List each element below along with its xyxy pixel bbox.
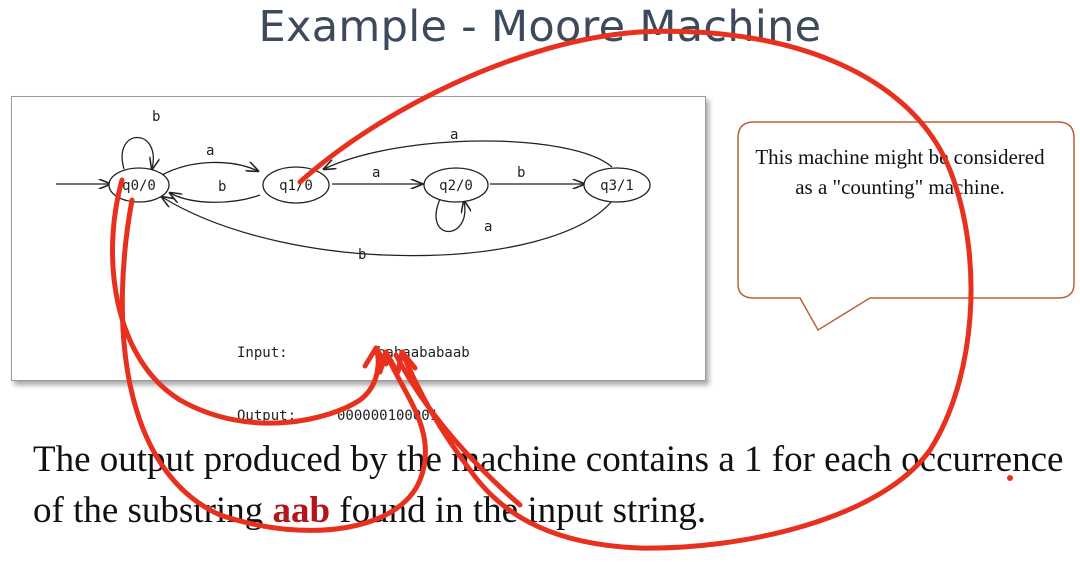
body-paragraph: The output produced by the machine conta… (33, 434, 1073, 536)
substring-highlight: aab (272, 490, 331, 531)
edge-label-q0-q1: a (206, 143, 214, 159)
edge-label-q0-q0: b (152, 109, 160, 125)
edge-q0-q0 (121, 136, 153, 170)
callout-text: This machine might be considered as a "c… (755, 145, 1045, 199)
edge-q0-q1 (161, 162, 258, 176)
body-text-after: found in the input string. (330, 490, 707, 531)
